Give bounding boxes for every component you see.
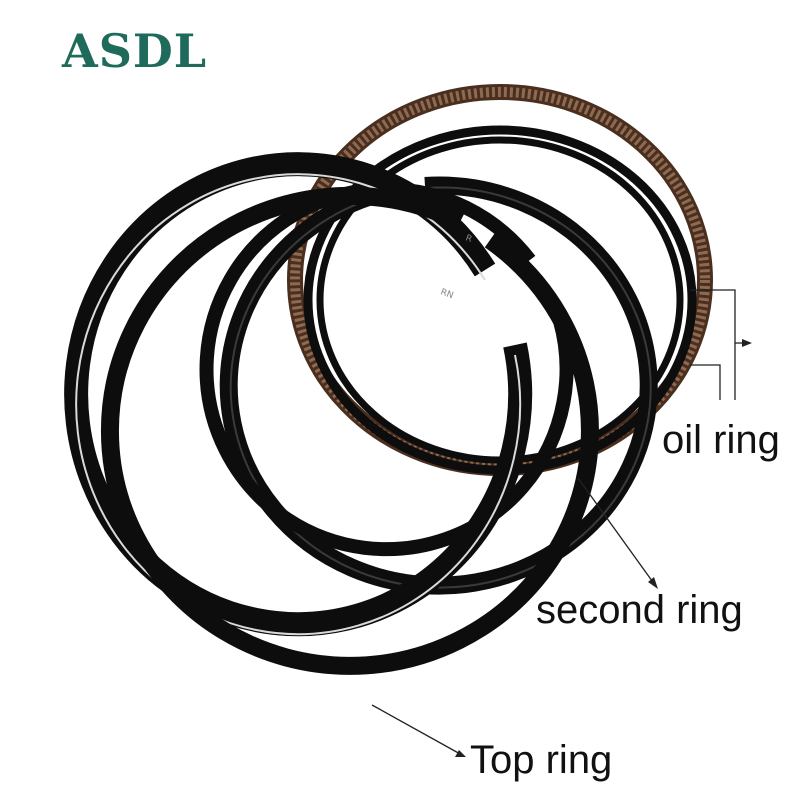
oil-ring-callout bbox=[690, 289, 752, 400]
top-ring-callout bbox=[371, 704, 466, 757]
second-ring-label: second ring bbox=[536, 588, 743, 632]
top-ring-label: Top ring bbox=[470, 738, 613, 782]
oil-ring-label: oil ring bbox=[662, 418, 780, 462]
second-ring-callout bbox=[577, 477, 658, 589]
second-ring bbox=[219, 176, 658, 595]
mark-top-ring: RN bbox=[439, 287, 455, 301]
top-ring bbox=[64, 152, 533, 637]
mark-second-ring: R bbox=[464, 233, 473, 245]
brand-logo: ASDL bbox=[62, 24, 208, 78]
top-ring-outer bbox=[100, 186, 599, 675]
